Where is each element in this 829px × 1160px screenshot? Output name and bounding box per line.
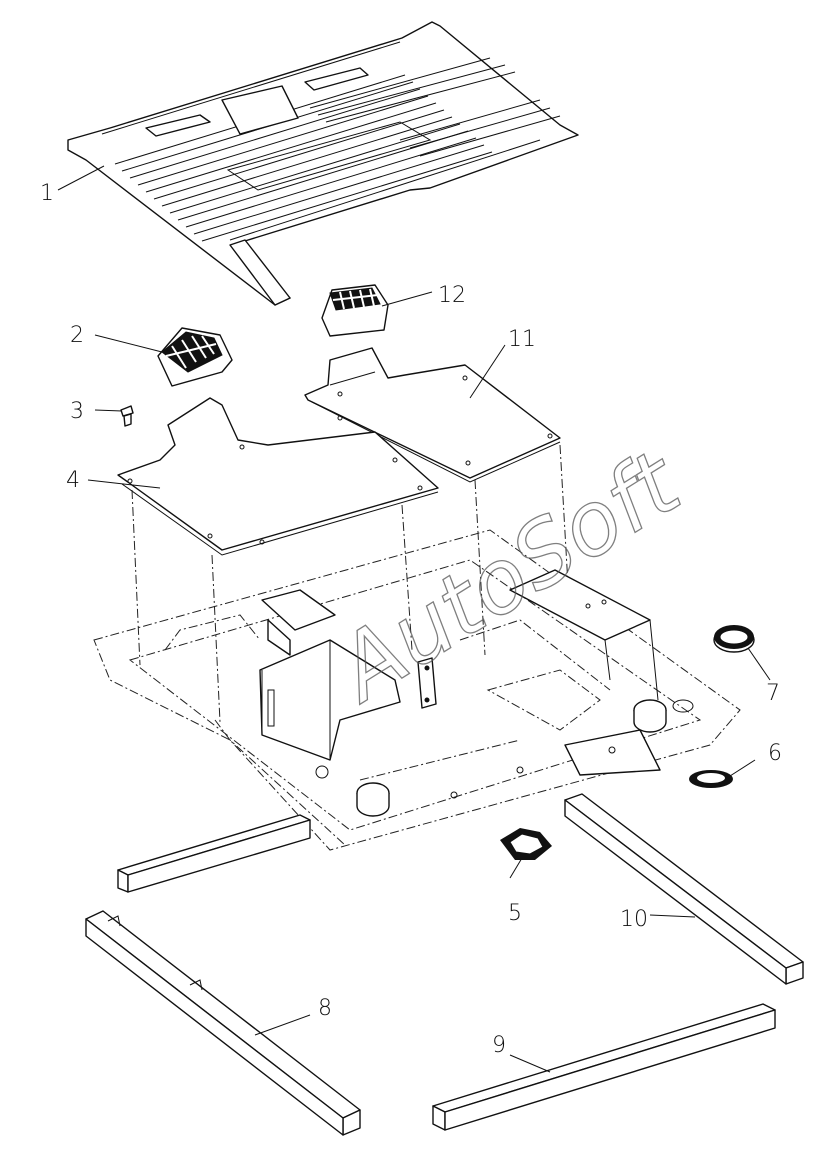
part-6-oval-grommet — [689, 770, 733, 788]
part-2-pedal-pad — [157, 327, 233, 387]
beam-upper-left — [117, 814, 311, 893]
part-1-floor-mat — [67, 21, 579, 306]
callout-7: 7 — [766, 681, 780, 706]
callout-2: 2 — [70, 323, 84, 348]
callout-6: 6 — [768, 741, 782, 766]
callout-9: 9 — [492, 1033, 506, 1058]
callout-11: 11 — [508, 327, 536, 352]
base-frame — [93, 444, 741, 851]
part-8-beam — [85, 910, 361, 1136]
callouts: 1 2 3 4 5 6 7 8 9 10 11 12 — [40, 181, 782, 1058]
callout-8: 8 — [318, 996, 332, 1021]
callout-12: 12 — [438, 283, 466, 308]
leader-lines — [57, 165, 771, 1073]
callout-5: 5 — [508, 901, 522, 926]
part-10-beam — [564, 793, 804, 985]
part-4-floor-plate-left — [117, 397, 439, 556]
callout-4: 4 — [66, 468, 80, 493]
part-5-oval-grommet — [500, 828, 552, 860]
part-12-pedal-pad — [321, 284, 389, 337]
part-9-beam — [432, 1003, 776, 1131]
part-11-floor-plate-right — [304, 347, 561, 483]
callout-3: 3 — [70, 399, 84, 424]
part-7-round-grommet — [713, 625, 755, 653]
callout-10: 10 — [620, 907, 648, 932]
callout-1: 1 — [40, 181, 54, 206]
part-3-screw — [120, 405, 134, 427]
